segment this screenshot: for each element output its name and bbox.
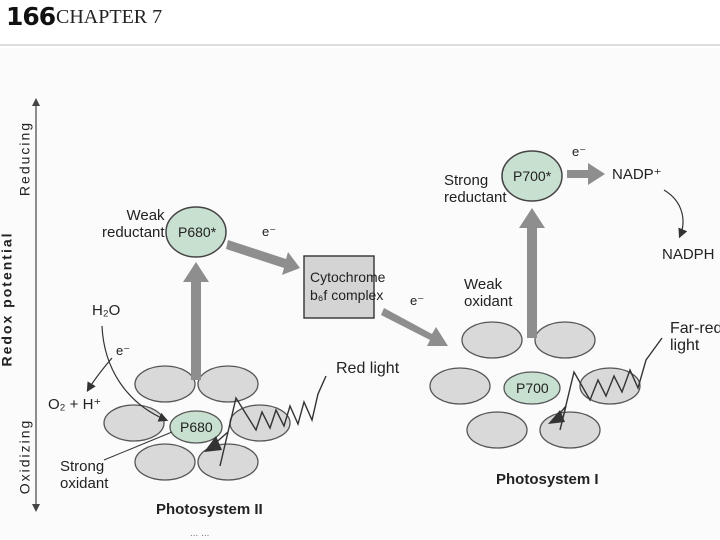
strong-reductant-line-2: reductant (444, 189, 507, 206)
p700-star-ellipse (501, 150, 563, 202)
red-light-arrowhead (204, 436, 222, 452)
ps2-antenna-ellipse (134, 365, 196, 403)
nadp-label: NADP⁺ (612, 166, 662, 183)
ps1-excitation-arrow-shaft (527, 226, 537, 338)
p680-star-ellipse (165, 206, 227, 258)
red-light-label: Red light (336, 360, 400, 377)
axis-label-reducing: Reducing (16, 120, 33, 197)
ps2-antenna-ellipse (229, 404, 291, 442)
weak-oxidant-label: Weak oxidant (464, 276, 512, 310)
p700-label: P700 (516, 380, 549, 396)
cytochrome-line-1: Cytochrome (310, 269, 386, 285)
chapter-title: CHAPTER 7 (56, 6, 163, 28)
far-red-light-label: Far-red light (670, 320, 720, 354)
ps2-excitation-arrow-head (183, 262, 209, 282)
axis-label-oxidizing: Oxidizing (16, 418, 33, 495)
weak-reductant-line-1: Weak (126, 207, 165, 224)
redox-axis-bottom-arrow (32, 504, 40, 512)
p680-label: P680 (180, 419, 213, 435)
p700-star-label: P700* (513, 168, 552, 184)
water-label: H₂O (92, 302, 121, 319)
ps1-antenna-ellipse (461, 321, 523, 359)
strong-oxidant-line-2: oxidant (60, 475, 109, 492)
oxygen-proton-label: O₂ + H⁺ (48, 396, 102, 413)
nadp-to-nadph-arrow (663, 189, 688, 239)
cytochrome-box (303, 255, 375, 319)
nadph-label: NADPH (662, 246, 715, 263)
strong-oxidant-line-1: Strong (60, 458, 105, 475)
ps2-antenna-ellipse (134, 443, 196, 481)
ps2-antenna-ellipse (197, 443, 259, 481)
far-red-light-line-1: Far-red (670, 320, 720, 337)
red-light-zigzag (211, 375, 327, 467)
weak-oxidant-line-1: Weak (464, 276, 503, 293)
weak-reductant-label: Weak reductant (102, 207, 165, 241)
page-number: 166 (6, 2, 56, 31)
water-electron-label: e⁻ (116, 343, 131, 358)
strong-reductant-label: Strong reductant (444, 172, 507, 206)
photosystem-1-title: Photosystem I (496, 471, 599, 488)
p680-to-cytochrome-arrow (226, 240, 300, 275)
electron-label-ps1-out: e⁻ (572, 144, 587, 159)
ps1-excitation-arrow-head (519, 208, 545, 228)
cut-off-caption: ... ... (190, 528, 210, 539)
water-electron-arrow (101, 325, 169, 422)
far-red-light-line-2: light (670, 337, 700, 354)
ps1-antenna-ellipse (534, 321, 596, 359)
cytochrome-to-p700-arrow (381, 308, 448, 346)
strong-oxidant-label: Strong oxidant (60, 458, 108, 492)
oxygen-release-arrow (86, 357, 113, 393)
ps1-antenna-ellipse (466, 411, 528, 449)
cytochrome-line-2: b₆f complex (310, 287, 384, 303)
ps1-antenna-ellipse (429, 367, 491, 405)
electron-transfer-arrows (226, 163, 605, 346)
strong-reductant-line-1: Strong (444, 172, 489, 189)
header-divider (0, 44, 720, 46)
ps1-antenna-ellipse (539, 411, 601, 449)
p680-reaction-center (169, 410, 223, 444)
weak-oxidant-line-2: oxidant (464, 293, 513, 310)
ps2-antenna-ellipse (103, 404, 165, 442)
electron-label-ps2-out: e⁻ (262, 224, 277, 239)
excitation-arrows (183, 208, 545, 380)
p680-star-label: P680* (178, 224, 217, 240)
redox-axis-top-arrow (32, 98, 40, 106)
p700-to-nadp-arrow (567, 163, 605, 185)
photosystem-2-title: Photosystem II (156, 501, 263, 518)
axis-title-redox: Redox potential (0, 231, 15, 367)
far-red-light-arrowhead (548, 410, 565, 424)
far-red-light-zigzag (555, 337, 663, 431)
ps2-antenna-cluster (103, 365, 291, 481)
page-header: 166 CHAPTER 7 (0, 0, 720, 48)
electron-label-cytochrome-out: e⁻ (410, 293, 425, 308)
ps2-excitation-arrow-shaft (191, 280, 201, 380)
ps2-antenna-ellipse (197, 365, 259, 403)
p700-reaction-center (503, 371, 561, 405)
strong-oxidant-pointer (103, 431, 173, 461)
weak-reductant-line-2: reductant (102, 224, 165, 241)
